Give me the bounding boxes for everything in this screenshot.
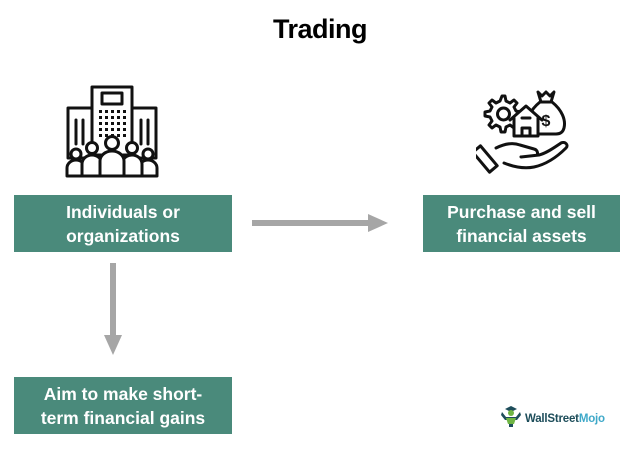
aim-line2: term financial gains [40,407,206,428]
house-icon [508,104,544,138]
svg-text:$: $ [542,113,551,130]
aim-line1: Aim to make short- [43,383,203,404]
arrow-right-icon [252,213,388,233]
purchase-sell-box: Purchase and sell financial assets [423,195,620,252]
hand-icon [471,141,569,174]
individuals-line2: organizations [66,225,180,246]
wallstreetmojo-logo: WallStreetMojo [500,405,605,432]
purchase-line1: Purchase and sell [447,201,596,222]
arrow-down-icon [103,263,123,355]
individuals-box: Individuals or organizations [14,195,232,252]
gear-icon [483,94,523,134]
short-term-gains-box: Aim to make short- term financial gains [14,377,232,434]
individuals-line1: Individuals or [66,201,180,222]
logo-text: WallStreetMojo [525,413,605,425]
logo-text-part2: Mojo [578,412,605,425]
hand-holding-assets-icon: $ [471,88,572,176]
office-building-people-icon [64,84,160,178]
diagram-title: Trading [272,14,368,44]
purchase-line2: financial assets [456,225,587,246]
mascot-icon [500,405,522,432]
logo-text-part1: WallStreet [525,412,579,425]
